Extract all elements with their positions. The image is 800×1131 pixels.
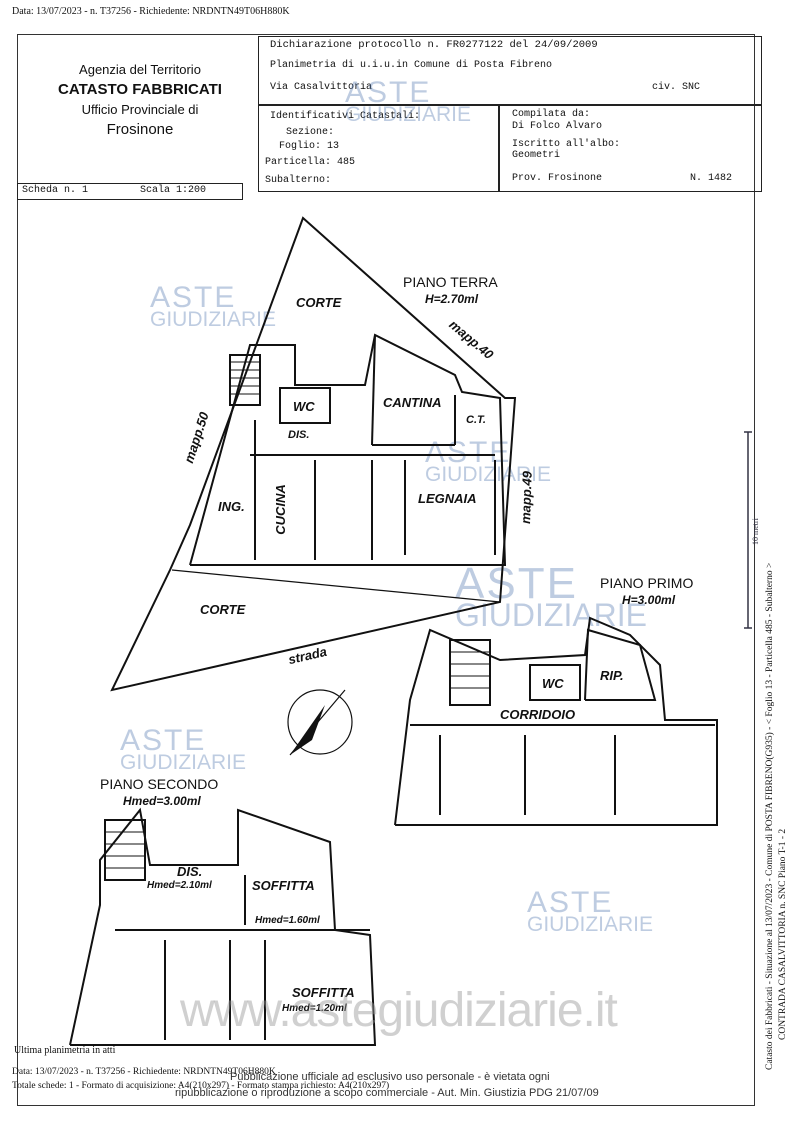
scheda-number: Scheda n. 1 bbox=[22, 185, 89, 196]
document-frame bbox=[17, 34, 755, 1106]
corte-bottom-label: CORTE bbox=[200, 602, 246, 617]
piano-primo-title: PIANO PRIMO bbox=[600, 575, 694, 591]
wc-primo-label: WC bbox=[542, 676, 564, 691]
soffitta2-label: SOFFITTA bbox=[292, 985, 355, 1000]
terra-site-outline bbox=[110, 216, 517, 692]
civic-number: civ. SNC bbox=[652, 82, 701, 93]
compilata-box bbox=[498, 104, 762, 192]
albo-number: N. 1482 bbox=[690, 173, 733, 184]
side-info-line1: Catasto dei Fabbricati - Situazione al 1… bbox=[765, 562, 775, 1070]
corridoio-label: CORRIDOIO bbox=[500, 707, 576, 722]
secondo-building-walls bbox=[69, 807, 377, 1046]
provincia-name: Frosinone bbox=[106, 121, 174, 138]
identificativi-box bbox=[258, 104, 500, 192]
watermark-url: www.astegiudiziarie.it bbox=[180, 984, 618, 1037]
identificativi-label: Identificativi Catastali: bbox=[270, 111, 421, 122]
footer-data: Data: 13/07/2023 - n. T37256 - Richieden… bbox=[12, 1067, 276, 1077]
side-info-line2: CONTRADA CASALVITTORIA n. SNC Piano T-1 … bbox=[778, 828, 788, 1040]
subalterno: Subalterno: bbox=[265, 175, 332, 186]
north-arrow bbox=[287, 689, 353, 755]
piano-terra-height: H=2.70ml bbox=[425, 292, 479, 306]
wc-terra-label: WC bbox=[293, 399, 315, 414]
header-box bbox=[258, 36, 762, 106]
scala: Scala 1:200 bbox=[140, 185, 207, 196]
dis-secondo-label: DIS. bbox=[177, 864, 203, 879]
ct-label: C.T. bbox=[466, 414, 486, 426]
scale-bar-label: 10 metri bbox=[751, 518, 760, 545]
rip-label: RIP. bbox=[600, 668, 624, 683]
piano-secondo-height: Hmed=3.00ml bbox=[123, 794, 201, 808]
dichiarazione: Dichiarazione protocollo n. FR0277122 de… bbox=[270, 39, 598, 51]
dis-secondo-height: Hmed=2.10ml bbox=[147, 880, 212, 891]
cucina-label: CUCINA bbox=[272, 484, 288, 535]
planimetria: Planimetria di u.i.u.in Comune di Posta … bbox=[270, 60, 553, 71]
agency-name: Agenzia del Territorio bbox=[79, 62, 201, 77]
soffitta1-height: Hmed=1.60ml bbox=[255, 915, 320, 926]
ufficio-label: Ufficio Provinciale di bbox=[81, 102, 199, 117]
soffitta2-height: Hmed=1.20ml bbox=[282, 1003, 347, 1014]
mapp49-label: mapp.49 bbox=[517, 470, 535, 525]
footer-totale: Totale schede: 1 - Formato di acquisizio… bbox=[12, 1081, 390, 1091]
piano-primo-height: H=3.00ml bbox=[622, 593, 676, 607]
compilata-label: Compilata da: bbox=[512, 109, 591, 120]
corte-top-label: CORTE bbox=[296, 295, 342, 310]
primo-building-walls bbox=[394, 616, 718, 826]
legnaia-label: LEGNAIA bbox=[418, 491, 477, 506]
soffitta1-label: SOFFITTA bbox=[252, 878, 315, 893]
agency-block: Agenzia del Territorio CATASTO FABBRICAT… bbox=[40, 60, 240, 140]
dis-terra-label: DIS. bbox=[288, 429, 310, 441]
scheda-box bbox=[17, 183, 243, 200]
cantina-label: CANTINA bbox=[383, 395, 442, 410]
albo: Geometri bbox=[512, 150, 561, 161]
ultima-planimetria: Ultima planimetria in atti bbox=[14, 1045, 116, 1056]
request-info: Data: 13/07/2023 - n. T37256 - Richieden… bbox=[12, 6, 290, 17]
compilatore: Di Folco Alvaro bbox=[512, 121, 603, 132]
iscritto-label: Iscritto all'albo: bbox=[512, 139, 621, 150]
foglio: Foglio: 13 bbox=[279, 141, 340, 152]
catasto-title: CATASTO FABBRICATI bbox=[58, 81, 222, 98]
publication-note-1: Pubblicazione ufficiale ad esclusivo uso… bbox=[230, 1071, 550, 1083]
sezione: Sezione: bbox=[286, 127, 335, 138]
particella: Particella: 485 bbox=[265, 157, 356, 168]
ing-label: ING. bbox=[218, 499, 245, 514]
address: Via Casalvittoria bbox=[270, 82, 373, 93]
piano-secondo-title: PIANO SECONDO bbox=[100, 776, 219, 792]
provincia: Prov. Frosinone bbox=[512, 173, 603, 184]
publication-note-2: ripubblicazione o riproduzione a scopo c… bbox=[175, 1087, 599, 1099]
piano-terra-title: PIANO TERRA bbox=[403, 274, 498, 290]
